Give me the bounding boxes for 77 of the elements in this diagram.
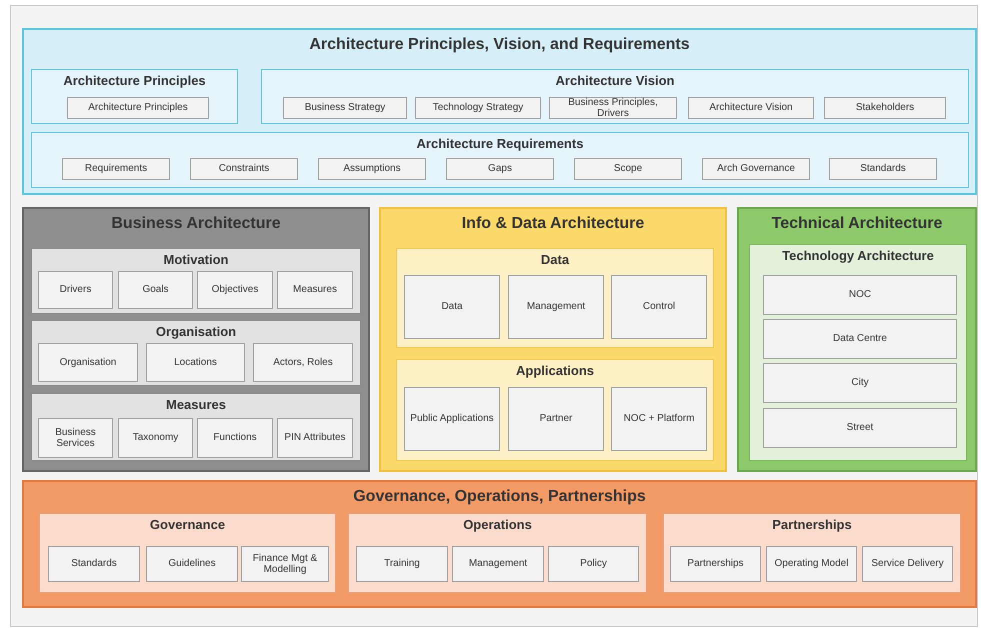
group-panel [396, 248, 714, 348]
section-panel [22, 480, 977, 608]
item-box: PIN Attributes [277, 418, 353, 458]
item-box: Training [356, 546, 448, 582]
item-box: NOC + Platform [611, 387, 707, 451]
item-box: City [763, 363, 957, 403]
section-panel [22, 207, 370, 472]
item-box: Business Services [38, 418, 113, 458]
item-box: Technology Strategy [415, 97, 541, 119]
group-heading: Architecture Requirements [416, 136, 584, 151]
group-panel [31, 248, 361, 314]
item-box: Business Principles, Drivers [549, 97, 677, 119]
item-box: Business Strategy [283, 97, 407, 119]
group-heading: Architecture Vision [554, 73, 676, 88]
group-heading: Motivation [162, 252, 230, 267]
group-heading: Governance [148, 517, 226, 532]
item-box: Goals [118, 271, 193, 309]
item-box: Functions [197, 418, 273, 458]
group-panel [39, 513, 336, 593]
item-box: Taxonomy [118, 418, 193, 458]
item-box: Stakeholders [824, 97, 946, 119]
item-box: Guidelines [146, 546, 238, 582]
group-panel [663, 513, 961, 593]
section-heading: Business Architecture [110, 215, 282, 233]
item-box: Measures [277, 271, 353, 309]
item-box: Objectives [197, 271, 273, 309]
group-panel [31, 393, 361, 461]
item-box: Finance Mgt & Modelling [241, 546, 329, 582]
item-box: Data Centre [763, 319, 957, 359]
item-box: Public Applications [404, 387, 500, 451]
group-heading: Applications [514, 363, 595, 378]
group-heading: Technology Architecture [781, 248, 935, 263]
group-heading: Operations [462, 517, 533, 532]
item-box: Requirements [62, 158, 170, 180]
group-heading: Partnerships [771, 517, 853, 532]
item-box: Partner [508, 387, 604, 451]
group-panel [31, 320, 361, 386]
group-heading: Measures [165, 397, 227, 412]
group-panel [31, 132, 969, 188]
item-box: Gaps [446, 158, 554, 180]
section-heading: Info & Data Architecture [460, 215, 646, 233]
item-box: Assumptions [318, 158, 426, 180]
item-box: NOC [763, 275, 957, 315]
section-heading: Architecture Principles, Vision, and Requirements [308, 36, 691, 54]
item-box: Organisation [38, 343, 138, 382]
group-heading: Data [540, 252, 570, 267]
group-panel [261, 69, 969, 124]
item-box: Standards [48, 546, 140, 582]
item-box: Control [611, 275, 707, 339]
item-box: Management [452, 546, 544, 582]
section-panel [22, 28, 977, 195]
group-panel [749, 244, 967, 461]
item-box: Architecture Principles [67, 97, 209, 119]
item-box: Locations [146, 343, 245, 382]
item-box: Actors, Roles [253, 343, 353, 382]
item-box: Policy [548, 546, 639, 582]
item-box: Scope [574, 158, 682, 180]
item-box: Street [763, 408, 957, 448]
item-box: Standards [829, 158, 937, 180]
section-heading: Governance, Operations, Partnerships [352, 488, 647, 506]
section-panel [737, 207, 977, 472]
item-box: Service Delivery [862, 546, 953, 582]
group-heading: Architecture Principles [62, 73, 207, 88]
group-panel [31, 69, 238, 124]
group-panel [348, 513, 647, 593]
section-heading: Technical Architecture [770, 215, 944, 233]
item-box: Constraints [190, 158, 298, 180]
item-box: Drivers [38, 271, 113, 309]
item-box: Partnerships [670, 546, 761, 582]
item-box: Management [508, 275, 604, 339]
item-box: Arch Governance [702, 158, 810, 180]
item-box: Data [404, 275, 500, 339]
group-heading: Organisation [154, 324, 238, 339]
item-box: Operating Model [766, 546, 857, 582]
section-panel [379, 207, 727, 472]
item-box: Architecture Vision [688, 97, 814, 119]
group-panel [396, 359, 714, 461]
